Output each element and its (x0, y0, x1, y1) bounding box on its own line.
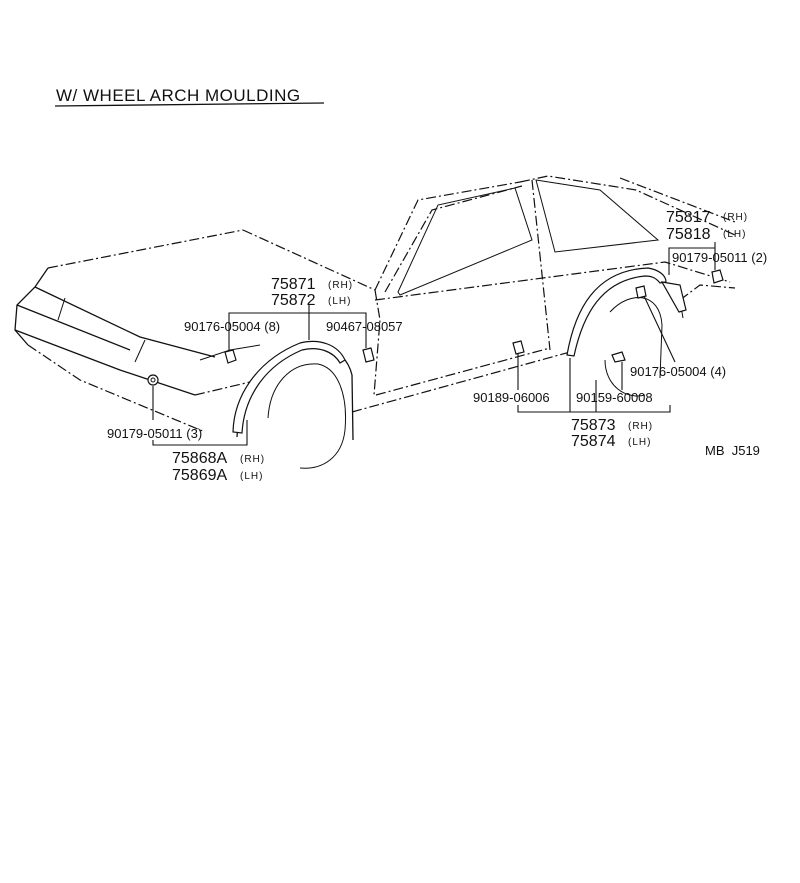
label-75872-side: (LH) (328, 296, 351, 307)
roof-line (519, 175, 736, 236)
bumper-top (34, 286, 216, 358)
clip-90176-rear (635, 285, 647, 299)
label-75817: 75817 (666, 209, 711, 226)
label-75817-side: (RH) (723, 212, 748, 223)
label-90176-05004-front: 90176-05004 (8) (184, 319, 280, 334)
moulding-75873 (566, 267, 667, 357)
front-wheel-arch (236, 344, 354, 441)
label-90179-05011-front: 90179-05011 (3) (107, 426, 202, 441)
label-90467-08057: 90467-08057 (326, 319, 403, 334)
grille-divider-2 (134, 339, 146, 363)
rear-wheel-lower (604, 359, 646, 397)
bumper-line (16, 304, 131, 351)
clip-90176-front (224, 349, 237, 364)
part-labels: 75817 (RH) 75818 (LH) 90179-05011 (2) 75… (107, 209, 767, 484)
label-90179-05011-rear: 90179-05011 (2) (672, 250, 767, 265)
clip-90189 (512, 340, 525, 355)
front-wheel (267, 363, 347, 469)
leader-75871-bracket (228, 305, 310, 350)
hood-line (242, 229, 376, 291)
front-hood-edge (47, 229, 244, 269)
moulding-75817 (660, 281, 687, 313)
label-75818: 75818 (666, 226, 711, 243)
a-pillar (374, 181, 521, 291)
bumper-lower (14, 329, 196, 396)
label-75871-side: (RH) (328, 280, 353, 291)
diagram-reference-code: MB J519 (705, 443, 760, 458)
label-75871: 75871 (271, 276, 316, 293)
rear-hatch-line (619, 177, 736, 223)
label-90159-60008: 90159-60008 (576, 390, 653, 405)
label-75868A: 75868A (172, 450, 227, 467)
label-75818-side: (LH) (723, 229, 746, 240)
leader-90176-rear (643, 295, 676, 363)
leader-75868A (152, 420, 248, 446)
front-fender-top (199, 344, 261, 361)
label-90176-05004-rear: 90176-05004 (4) (630, 364, 726, 379)
leader-75873-bracket (517, 405, 671, 413)
moulding-75868A (232, 340, 346, 434)
label-75872: 75872 (271, 292, 316, 309)
front-wheel-arch-moulding (232, 340, 346, 434)
windshield-frame (384, 185, 523, 293)
label-75873: 75873 (571, 417, 616, 434)
label-90189-06006: 90189-06006 (473, 390, 550, 405)
label-75874: 75874 (571, 433, 616, 450)
rear-quarter-window (535, 179, 660, 253)
front-side-window (397, 187, 533, 296)
b-pillar (531, 179, 551, 351)
label-75869A: 75869A (172, 467, 227, 484)
clip-90159 (611, 351, 626, 363)
diagram-title: W/ WHEEL ARCH MOULDING (56, 86, 301, 105)
clip-90179-front-center (150, 377, 156, 383)
screw-90467 (362, 347, 375, 363)
car-body-outline (14, 175, 736, 469)
leader-lines (152, 242, 716, 446)
front-fender-line (194, 381, 251, 396)
front-apron (27, 344, 206, 433)
clip-90179-rear (711, 269, 724, 284)
title-underline (54, 102, 325, 107)
door-bottom (375, 347, 551, 396)
beltline (374, 261, 731, 301)
grille-divider-1 (57, 297, 66, 321)
label-75874-side: (LH) (628, 437, 651, 448)
label-75868A-side: (RH) (240, 454, 265, 465)
rear-corner (679, 284, 736, 301)
leader-90467 (309, 312, 367, 348)
label-75873-side: (RH) (628, 421, 653, 432)
door-front-edge (373, 289, 381, 396)
rear-wheel-arch-moulding (566, 267, 687, 357)
fasteners (147, 269, 724, 386)
label-75869A-side: (LH) (240, 471, 263, 482)
rocker-panel (351, 351, 571, 413)
leader-75817 (668, 242, 716, 275)
clip-90179-front (147, 374, 159, 386)
